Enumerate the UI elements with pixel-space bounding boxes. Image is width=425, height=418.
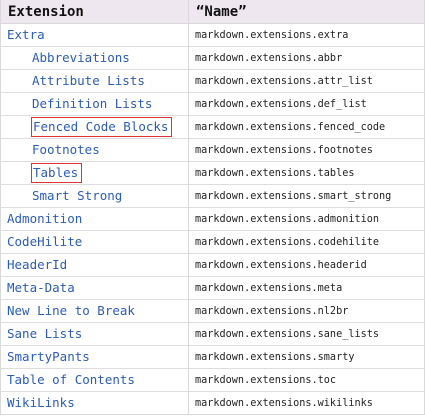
extension-link[interactable]: Smart Strong: [32, 188, 123, 203]
extension-cell: Footnotes: [0, 138, 189, 162]
extension-cell: CodeHilite: [0, 230, 189, 254]
module-name-cell: markdown.extensions.footnotes: [188, 138, 425, 162]
extension-link[interactable]: Extra: [7, 27, 45, 42]
module-name-text: markdown.extensions.fenced_code: [195, 121, 386, 133]
module-name-cell: markdown.extensions.abbr: [188, 46, 425, 70]
extension-cell: Admonition: [0, 207, 189, 231]
module-name-text: markdown.extensions.extra: [195, 29, 349, 41]
module-name-cell: markdown.extensions.extra: [188, 23, 425, 47]
table-header: Extension “Name”: [0, 0, 425, 24]
module-name-text: markdown.extensions.wikilinks: [195, 397, 373, 409]
extension-cell: Definition Lists: [0, 92, 189, 116]
module-name-cell: markdown.extensions.headerid: [188, 253, 425, 277]
extension-cell: SmartyPants: [0, 345, 189, 369]
column-header-name: “Name”: [188, 0, 425, 24]
header-row: Extension “Name”: [0, 0, 425, 24]
extension-cell: HeaderId: [0, 253, 189, 277]
module-name-cell: markdown.extensions.meta: [188, 276, 425, 300]
column-header-extension: Extension: [0, 0, 189, 24]
extension-link[interactable]: HeaderId: [7, 257, 68, 272]
module-name-text: markdown.extensions.tables: [195, 167, 355, 179]
module-name-text: markdown.extensions.def_list: [195, 98, 367, 110]
extension-link[interactable]: Admonition: [7, 211, 83, 226]
module-name-text: markdown.extensions.abbr: [195, 52, 343, 64]
extension-link[interactable]: Meta-Data: [7, 280, 75, 295]
table-row: New Line to Break markdown.extensions.nl2…: [0, 299, 425, 323]
extension-cell: Abbreviations: [0, 46, 189, 70]
module-name-cell: markdown.extensions.nl2br: [188, 299, 425, 323]
module-name-text: markdown.extensions.smart_strong: [195, 190, 392, 202]
table-row: HeaderId markdown.extensions.headerid: [0, 253, 425, 277]
module-name-cell: markdown.extensions.sane_lists: [188, 322, 425, 346]
module-name-cell: markdown.extensions.smarty: [188, 345, 425, 369]
extension-cell: Extra: [0, 23, 189, 47]
module-name-text: markdown.extensions.admonition: [195, 213, 380, 225]
module-name-cell: markdown.extensions.codehilite: [188, 230, 425, 254]
table-row: Fenced Code Blocks markdown.extensions.fe…: [0, 115, 425, 139]
table-row: Tables markdown.extensions.tables: [0, 161, 425, 185]
table-row: Abbreviations markdown.extensions.abbr: [0, 46, 425, 70]
extension-cell: New Line to Break: [0, 299, 189, 323]
module-name-text: markdown.extensions.codehilite: [195, 236, 380, 248]
module-name-cell: markdown.extensions.admonition: [188, 207, 425, 231]
module-name-text: markdown.extensions.footnotes: [195, 144, 373, 156]
module-name-text: markdown.extensions.nl2br: [195, 305, 349, 317]
module-name-cell: markdown.extensions.tables: [188, 161, 425, 185]
extension-link[interactable]: Footnotes: [32, 142, 100, 157]
table-row: Meta-Data markdown.extensions.meta: [0, 276, 425, 300]
extension-link[interactable]: SmartyPants: [7, 349, 90, 364]
table-row: Sane Lists markdown.extensions.sane_lists: [0, 322, 425, 346]
module-name-text: markdown.extensions.sane_lists: [195, 328, 380, 340]
table-row: Smart Strong markdown.extensions.smart_st…: [0, 184, 425, 208]
extension-link[interactable]: Abbreviations: [32, 50, 130, 65]
module-name-cell: markdown.extensions.smart_strong: [188, 184, 425, 208]
module-name-cell: markdown.extensions.wikilinks: [188, 391, 425, 415]
table-row: Table of Contents markdown.extensions.toc: [0, 368, 425, 392]
extension-link[interactable]: Table of Contents: [7, 372, 135, 387]
extension-link[interactable]: Sane Lists: [7, 326, 83, 341]
table-row: Admonition markdown.extensions.admonition: [0, 207, 425, 231]
module-name-text: markdown.extensions.smarty: [195, 351, 355, 363]
module-name-text: markdown.extensions.attr_list: [195, 75, 373, 87]
extension-cell: Tables: [0, 161, 189, 185]
extension-cell: Attribute Lists: [0, 69, 189, 93]
table-row: Extra markdown.extensions.extra: [0, 23, 425, 47]
extension-link[interactable]: WikiLinks: [7, 395, 75, 410]
module-name-cell: markdown.extensions.fenced_code: [188, 115, 425, 139]
extension-link[interactable]: Definition Lists: [32, 96, 153, 111]
table-row: Footnotes markdown.extensions.footnotes: [0, 138, 425, 162]
table-row: Attribute Lists markdown.extensions.attr_…: [0, 69, 425, 93]
extension-link[interactable]: Attribute Lists: [32, 73, 145, 88]
extension-cell: Fenced Code Blocks: [0, 115, 189, 139]
module-name-cell: markdown.extensions.attr_list: [188, 69, 425, 93]
extension-cell: Sane Lists: [0, 322, 189, 346]
table-row: WikiLinks markdown.extensions.wikilinks: [0, 391, 425, 415]
extension-link-highlighted[interactable]: Fenced Code Blocks: [31, 117, 173, 137]
table-row: SmartyPants markdown.extensions.smarty: [0, 345, 425, 369]
extension-link-highlighted[interactable]: Tables: [31, 163, 83, 183]
module-name-text: markdown.extensions.meta: [195, 282, 343, 294]
extension-cell: WikiLinks: [0, 391, 189, 415]
table-row: Definition Lists markdown.extensions.def_…: [0, 92, 425, 116]
extension-cell: Table of Contents: [0, 368, 189, 392]
module-name-text: markdown.extensions.headerid: [195, 259, 367, 271]
extension-link[interactable]: New Line to Break: [7, 303, 135, 318]
table-row: CodeHilite markdown.extensions.codehilite: [0, 230, 425, 254]
module-name-cell: markdown.extensions.def_list: [188, 92, 425, 116]
extension-link[interactable]: CodeHilite: [7, 234, 83, 249]
extension-cell: Smart Strong: [0, 184, 189, 208]
extension-cell: Meta-Data: [0, 276, 189, 300]
module-name-text: markdown.extensions.toc: [195, 374, 337, 386]
module-name-cell: markdown.extensions.toc: [188, 368, 425, 392]
